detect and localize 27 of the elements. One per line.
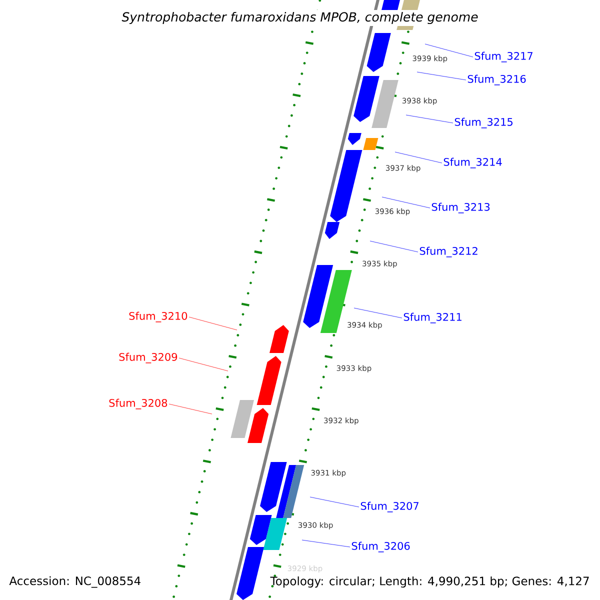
- gene-label: Sfum_3215: [454, 118, 512, 128]
- leader-line: [394, 152, 442, 164]
- leader-line: [188, 316, 238, 330]
- leader-line: [310, 496, 360, 508]
- gene-label: Sfum_3216: [468, 74, 526, 86]
- leader-line: [354, 308, 402, 318]
- leader-line: [168, 404, 212, 414]
- leader-line: [406, 114, 454, 124]
- leader-line: [382, 196, 430, 208]
- gene-label: Sfum_3217: [474, 52, 532, 62]
- leader-line: [424, 44, 474, 58]
- leader-line: [178, 358, 228, 372]
- gene-label: Sfum_3208: [109, 398, 168, 410]
- gene-label: Sfum_3209: [119, 352, 178, 364]
- genome-stats-text: Topology: circular; Length: 4,990,251 bp; Genes: 4,127: [270, 576, 589, 588]
- accession-text: Accession: NC_008554: [9, 576, 140, 588]
- gene-label: Sfum_3213: [432, 202, 490, 214]
- gene-label: Sfum_3210: [129, 312, 188, 322]
- gene-label: Sfum_3212: [420, 246, 478, 258]
- gene-label: Sfum_3211: [404, 312, 462, 324]
- leader-line: [370, 240, 418, 252]
- gene-label: Sfum_3214: [444, 158, 502, 168]
- gene-label: Sfum_3207: [360, 502, 418, 512]
- leader-line: [302, 540, 350, 548]
- leader-line: [416, 72, 466, 80]
- title: Syntrophobacter fumaroxidans MPOB, complete genome: [120, 10, 480, 26]
- gene-label: Sfum_3206: [352, 542, 410, 552]
